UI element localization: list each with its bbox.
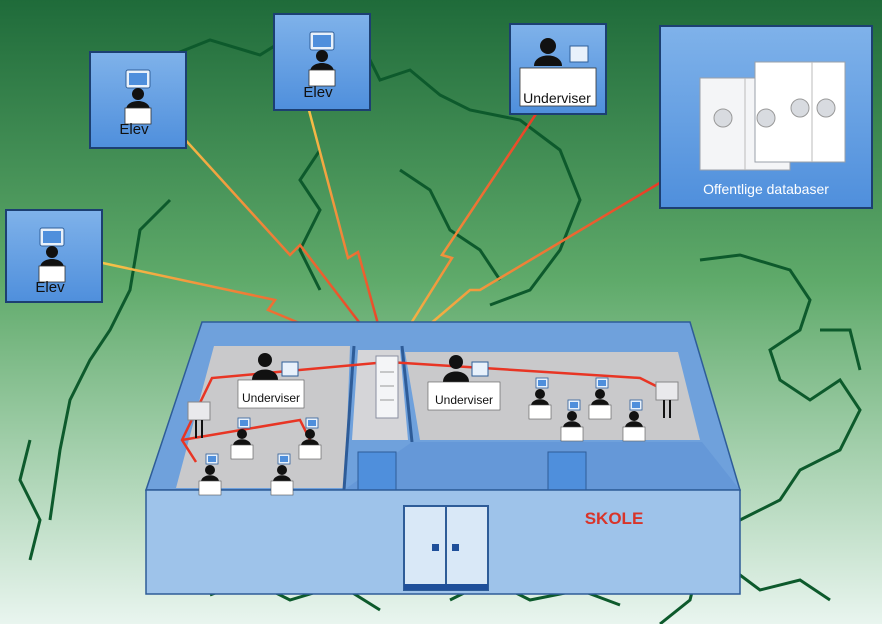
teacher-left: Underviser (237, 353, 305, 409)
skole-label: SKOLE (585, 509, 644, 528)
printer-icon-right (655, 381, 679, 418)
underviser-room1-label: Underviser (242, 391, 300, 405)
elev-left-label: Elev (35, 279, 65, 296)
teacher-right: Underviser (427, 355, 501, 411)
elev-top2-label: Elev (303, 84, 333, 101)
underviser-room2-label: Underviser (435, 393, 493, 407)
link-elev-top2 (303, 94, 390, 361)
remote-card-elev-left: Elev (5, 209, 103, 303)
elev-top1-label: Elev (119, 121, 149, 138)
database-card: Offentlige databaser (659, 25, 873, 209)
link-underviser-top (386, 104, 544, 361)
database-server-cabinet-icon (699, 61, 846, 171)
remote-card-elev-top2: Elev (273, 13, 371, 111)
link-elev-top1 (159, 111, 389, 361)
printer-icon (187, 401, 211, 438)
database-label: Offentlige databaser (703, 181, 829, 197)
remote-card-elev-top1: Elev (89, 51, 187, 149)
underviser-top-label: Underviser (523, 90, 591, 106)
school-building: SKOLE Underviser Undervi (144, 321, 742, 595)
glass-double-door-icon (403, 505, 489, 591)
server-tower-icon (375, 355, 399, 419)
remote-card-underviser-top: Underviser (509, 23, 607, 115)
